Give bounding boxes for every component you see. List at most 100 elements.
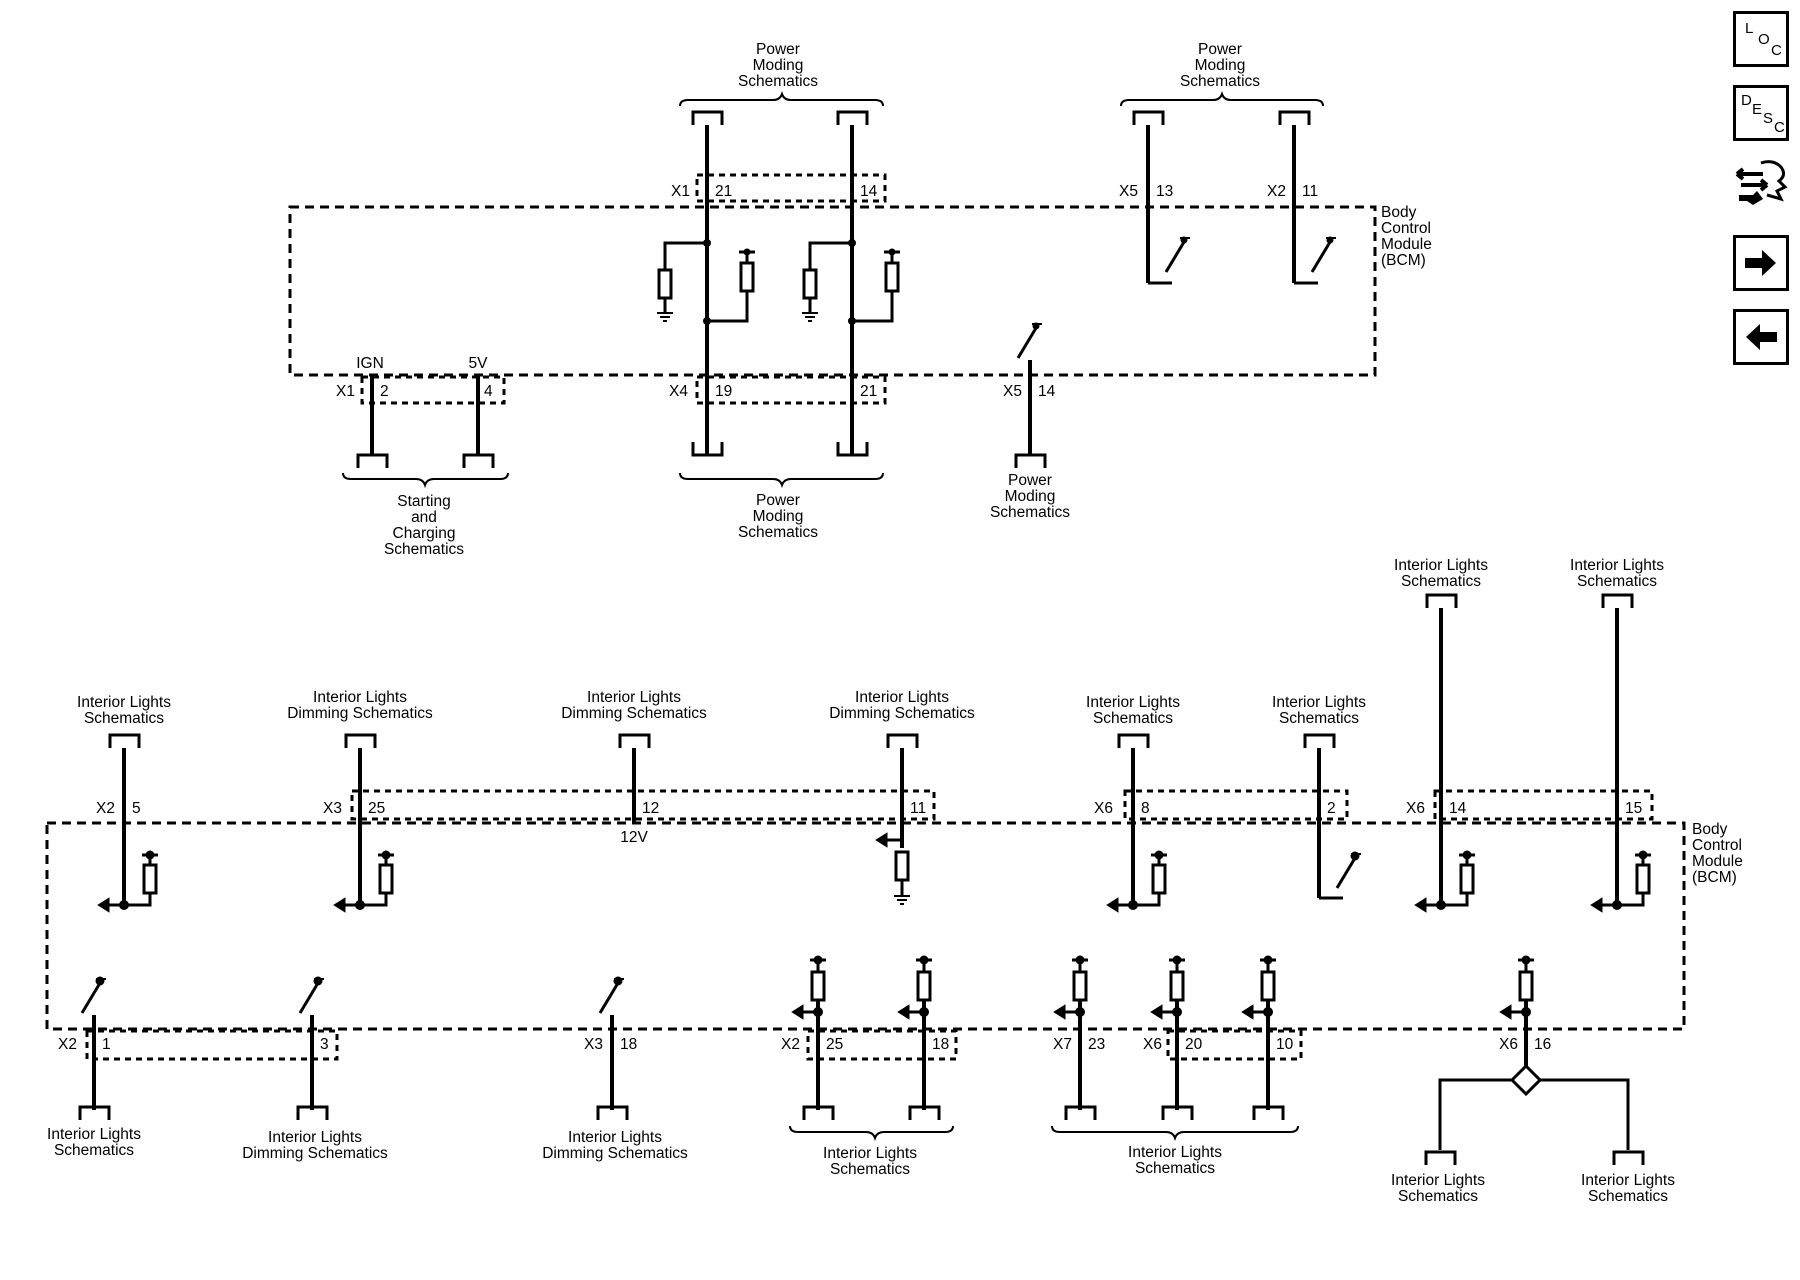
conn-x1: X1 <box>671 183 690 200</box>
desc-letter-s: S <box>1763 110 1774 127</box>
bottom-connector-brackets <box>78 1105 1645 1165</box>
top-connector-brackets <box>108 593 1634 748</box>
connector-tool-button[interactable] <box>1733 155 1789 211</box>
pin-top-4: 11 <box>910 800 926 817</box>
connector-box-x4 <box>695 375 887 405</box>
pin-top-6: 2 <box>1327 800 1336 817</box>
bottom-labels: Interior Lights Schematics Interior Ligh… <box>47 557 1743 1205</box>
top-labels: Power Moding Schematics Power Moding Sch… <box>336 41 1432 558</box>
pin-top-3: 12 <box>642 800 659 817</box>
bottom-section <box>45 593 1686 1165</box>
loc-letter-o: O <box>1758 31 1770 48</box>
pin-bot-1-conn: X2 <box>58 1036 77 1053</box>
pin-bot-6: 23 <box>1088 1036 1105 1053</box>
loc-button[interactable]: L O C <box>1733 11 1789 67</box>
pin-bot-1: 1 <box>102 1036 111 1053</box>
il-tr2-line1: Interior Lights <box>1570 557 1664 574</box>
loc-letter-c: C <box>1771 42 1782 59</box>
bcm-bottom-line4: (BCM) <box>1692 869 1737 886</box>
pin-top-1: 5 <box>132 800 141 817</box>
pin-bot-6-conn: X7 <box>1053 1036 1072 1053</box>
bcm-bottom-line2: Control <box>1692 837 1742 854</box>
bcm-bottom-line3: Module <box>1692 853 1743 870</box>
top-label-1-line2: Schematics <box>84 710 164 727</box>
loc-letter-l: L <box>1745 20 1754 37</box>
pin-bot-9-conn: X6 <box>1499 1036 1518 1053</box>
bottom-label-2-line2: Dimming Schematics <box>242 1145 388 1162</box>
pin-top-8: 15 <box>1625 800 1642 817</box>
back-button[interactable] <box>1733 309 1789 365</box>
bottom-label-6-line1: Interior Lights <box>1391 1172 1485 1189</box>
top-label-3-line2: Dimming Schematics <box>561 705 707 722</box>
il-tr2-line2: Schematics <box>1577 573 1657 590</box>
pm-x5-line3: Schematics <box>990 504 1070 521</box>
bottom-label-7-line1: Interior Lights <box>1581 1172 1675 1189</box>
bottom-label-2-line1: Interior Lights <box>268 1129 362 1146</box>
bcm-boundary-top <box>288 205 1377 377</box>
pm-top-left-line2: Moding <box>753 57 804 74</box>
connector-box-x6-right-top <box>1433 789 1654 821</box>
next-button[interactable] <box>1733 235 1789 291</box>
bottom-label-5-line2: Schematics <box>1135 1160 1215 1177</box>
pin-11: 11 <box>1302 183 1318 200</box>
bcm-top-line3: Module <box>1381 236 1432 253</box>
il-tr1-line1: Interior Lights <box>1394 557 1488 574</box>
top-label-6-line2: Schematics <box>1279 710 1359 727</box>
connector-bracket-pm-right <box>1120 90 1324 125</box>
top-label-5-line1: Interior Lights <box>1086 694 1180 711</box>
bottom-switches <box>80 976 624 1110</box>
desc-letter-c: C <box>1774 119 1785 136</box>
pin-21-bottom: 21 <box>860 383 877 400</box>
12v-label: 12V <box>620 829 648 846</box>
top-label-5-line2: Schematics <box>1093 710 1173 727</box>
pin-top-5-conn: X6 <box>1094 800 1113 817</box>
bcm-top-line1: Body <box>1381 204 1417 221</box>
connector-box-x3-top <box>350 789 936 821</box>
input-circuits-top <box>97 832 1651 913</box>
starting-line3: Charging <box>393 525 456 542</box>
bottom-label-4-line2: Schematics <box>830 1161 910 1178</box>
bcm-top-line2: Control <box>1381 220 1431 237</box>
pin-bot-5: 18 <box>932 1036 949 1053</box>
pm-top-left-line3: Schematics <box>738 73 818 90</box>
pin-2: 2 <box>380 383 389 400</box>
connector-bracket-pm-left <box>679 90 884 125</box>
pin-top-2: 25 <box>368 800 385 817</box>
pm-top-right-line2: Moding <box>1195 57 1246 74</box>
connector-box-x2-bottom <box>85 1029 339 1061</box>
connector-box-x1-ign <box>360 375 506 405</box>
pm-top-right-line3: Schematics <box>1180 73 1260 90</box>
pm-x5-line2: Moding <box>1005 488 1056 505</box>
connector-box-x6-20 <box>1166 1029 1303 1061</box>
top-label-2-line2: Dimming Schematics <box>287 705 433 722</box>
pin-21: 21 <box>715 183 732 200</box>
top-label-2-line1: Interior Lights <box>313 689 407 706</box>
pm-top-right-line1: Power <box>1198 41 1242 58</box>
pin-13: 13 <box>1156 183 1173 200</box>
desc-letter-d: D <box>1741 92 1752 109</box>
connector-tool-icon <box>1735 160 1788 205</box>
pin-top-2-conn: X3 <box>323 800 342 817</box>
pin-14-bottom: 14 <box>1038 383 1056 400</box>
conn-x4: X4 <box>669 383 688 400</box>
conn-x1-bottom: X1 <box>336 383 355 400</box>
pin-bot-7-conn: X6 <box>1143 1036 1162 1053</box>
starting-line1: Starting <box>397 493 450 510</box>
pin-4: 4 <box>484 383 493 400</box>
top-label-4-line2: Dimming Schematics <box>829 705 975 722</box>
desc-button[interactable]: D E S C <box>1733 85 1789 141</box>
pin-bot-4-conn: X2 <box>781 1036 800 1053</box>
pin-bot-3-conn: X3 <box>584 1036 603 1053</box>
pin-bot-7: 20 <box>1185 1036 1203 1053</box>
pm-x5-line1: Power <box>1008 472 1052 489</box>
pin-top-7-conn: X6 <box>1406 800 1425 817</box>
pm-bottom-line3: Schematics <box>738 524 818 541</box>
pin-bot-8: 10 <box>1276 1036 1294 1053</box>
starting-line2: and <box>411 509 437 526</box>
bottom-label-1-line1: Interior Lights <box>47 1126 141 1143</box>
bottom-circuits <box>791 955 1630 1150</box>
bottom-label-5-line1: Interior Lights <box>1128 1144 1222 1161</box>
pm-bottom-line2: Moding <box>753 508 804 525</box>
connector-box-x6-top <box>1123 789 1349 821</box>
